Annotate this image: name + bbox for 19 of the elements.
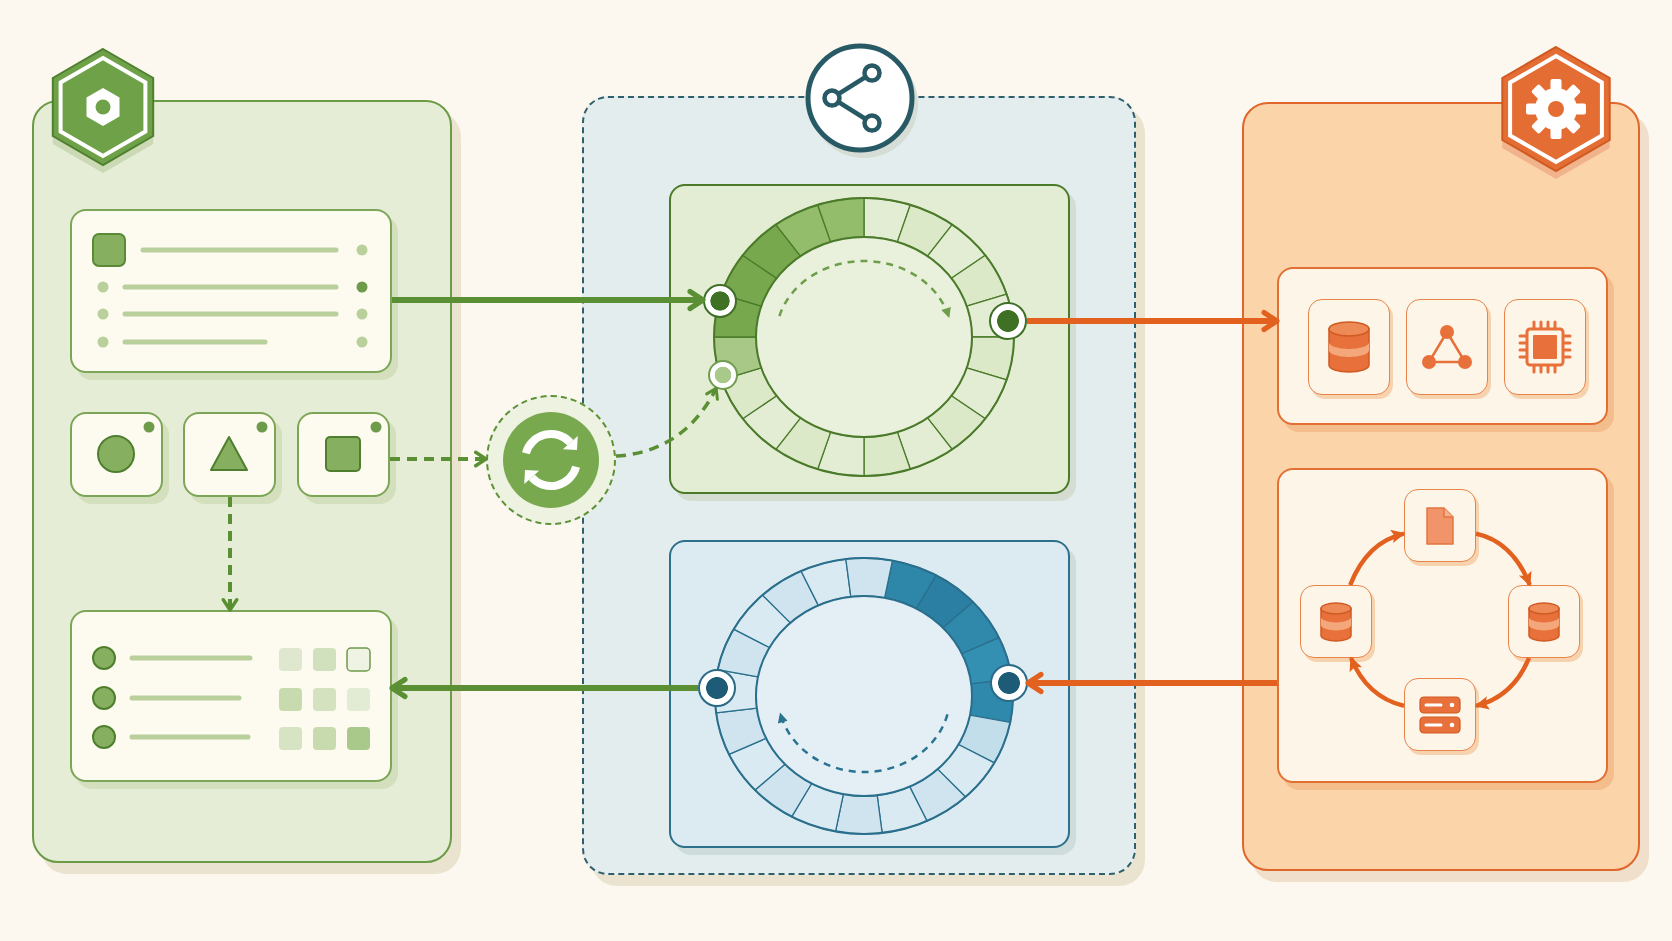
arrow [1025, 671, 1277, 695]
panel [1242, 102, 1640, 871]
dashed-container [582, 96, 1136, 875]
port-dot [990, 664, 1028, 702]
arrow [1027, 309, 1280, 333]
panel [32, 100, 452, 863]
arrow [1475, 531, 1532, 587]
port-dot [703, 284, 737, 318]
arrow [1348, 530, 1406, 586]
dashed-arrow [390, 450, 488, 468]
arrow [392, 288, 706, 312]
dashed-arrow [221, 497, 239, 612]
arrow [1348, 656, 1405, 709]
port-dot [698, 669, 736, 707]
dashed-arrow [615, 386, 719, 458]
port-dot [989, 302, 1027, 340]
port-dot [708, 360, 738, 390]
arrow [389, 676, 698, 700]
arrow [1474, 657, 1532, 709]
